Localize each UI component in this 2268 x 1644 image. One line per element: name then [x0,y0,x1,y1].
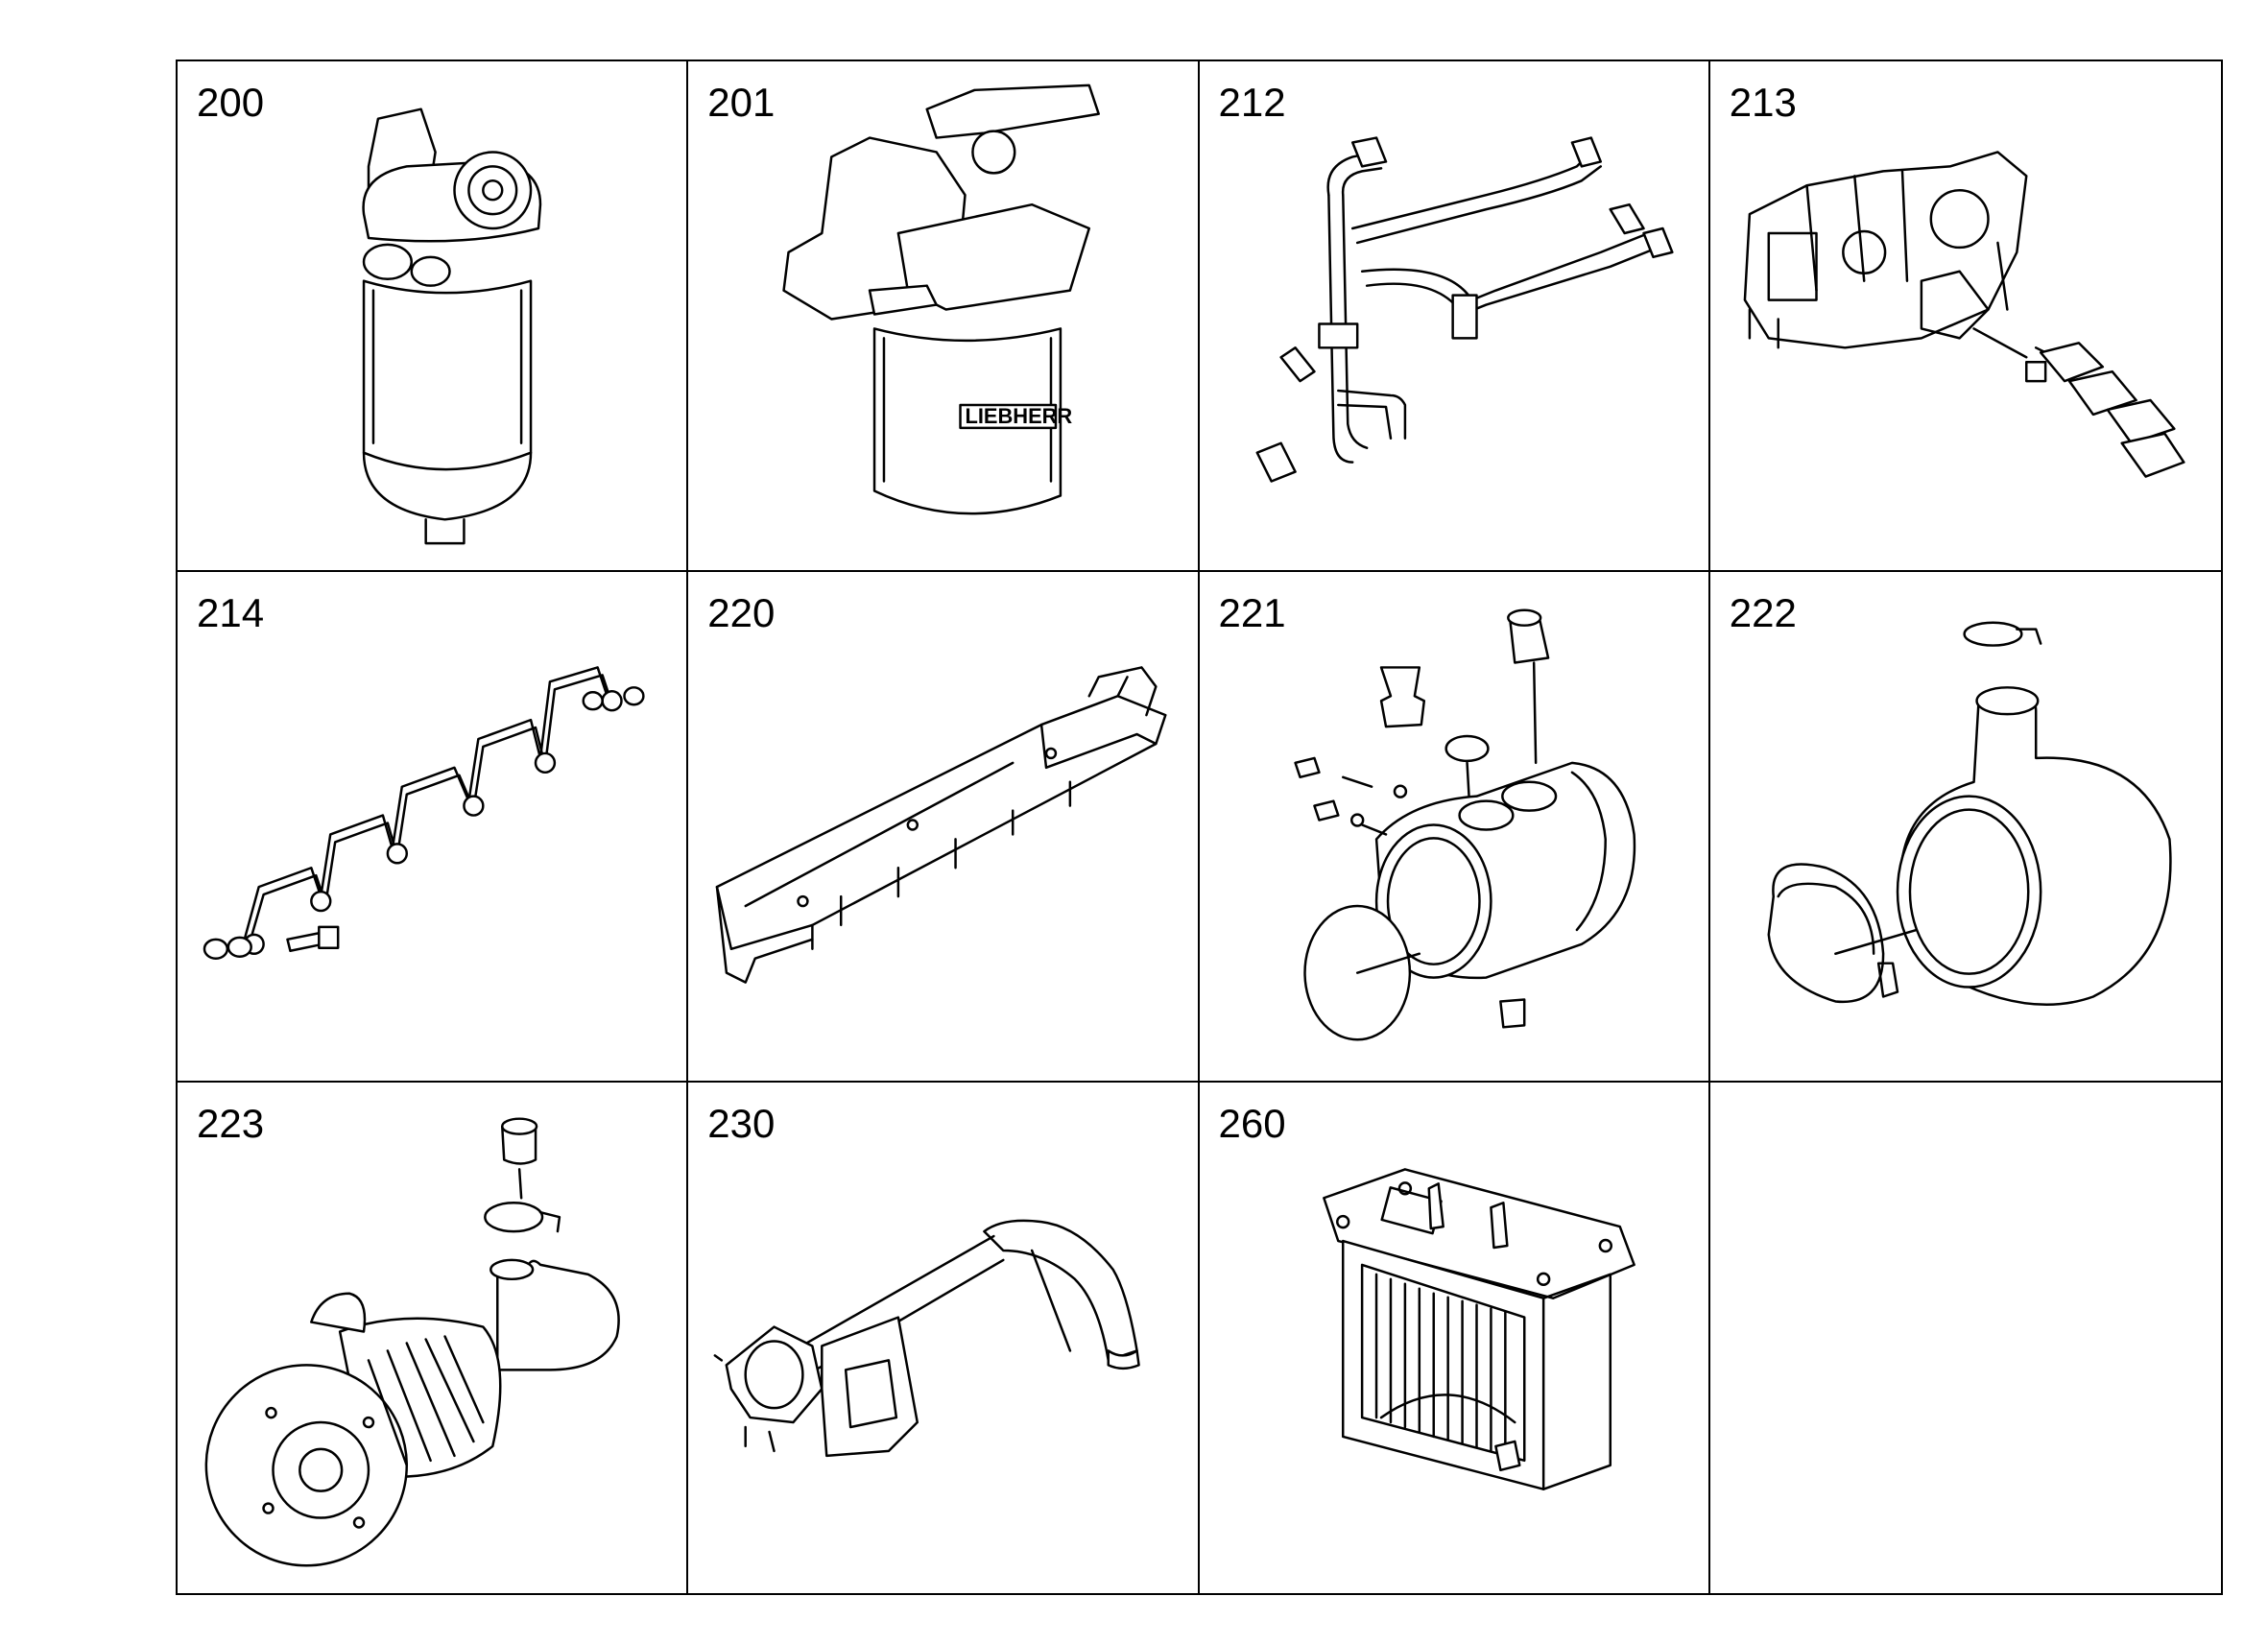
part-cell-212[interactable]: 212 [1199,61,1710,572]
injection-lines-icon [203,666,645,960]
part-cell-200[interactable]: 200 [178,61,689,572]
fuel-filter-assembly-icon [362,107,542,545]
part-cell-230[interactable]: 230 [688,1083,1200,1593]
part-number: 213 [1729,80,1797,125]
part-cell-213[interactable]: 213 [1709,61,2221,572]
parts-index-grid: 200 201 LIEBHERR [176,60,2223,1595]
part-cell-201[interactable]: 201 LIEBHERR [688,61,1200,572]
part-number: 220 [707,590,776,635]
exhaust-pipe-icon [713,1219,1141,1458]
turbocharger-icon [204,1117,620,1567]
intake-elbow-icon [1767,621,2172,1006]
intake-manifold-icon [715,666,1167,984]
fuel-lines-icon [1255,136,1674,483]
part-cell-221[interactable]: 221 [1199,572,1710,1083]
part-number: 223 [197,1101,265,1146]
intake-pipe-icon [1293,608,1635,1041]
part-number: 260 [1218,1101,1286,1146]
part-cell-260[interactable]: 260 [1200,1083,1710,1593]
part-cell-214[interactable]: 214 [178,572,689,1083]
injection-pump-fittings-icon [1743,151,2185,478]
part-number: 201 [707,80,776,125]
part-cell-220[interactable]: 220 [688,572,1200,1083]
part-number: 221 [1218,590,1286,635]
part-number: 222 [1729,590,1797,635]
part-number: 230 [707,1101,776,1146]
part-cell-222[interactable]: 222 [1709,572,2221,1083]
empty-cell [1710,1083,2221,1593]
part-number: 212 [1218,80,1286,125]
part-cell-223[interactable]: 223 [178,1083,689,1593]
part-number: 200 [197,80,265,125]
oil-cooler-icon [1322,1168,1635,1490]
filter-brand-label: LIEBHERR [966,404,1073,428]
fuel-filter-with-fittings-icon: LIEBHERR [782,83,1101,515]
part-number: 214 [197,590,265,635]
